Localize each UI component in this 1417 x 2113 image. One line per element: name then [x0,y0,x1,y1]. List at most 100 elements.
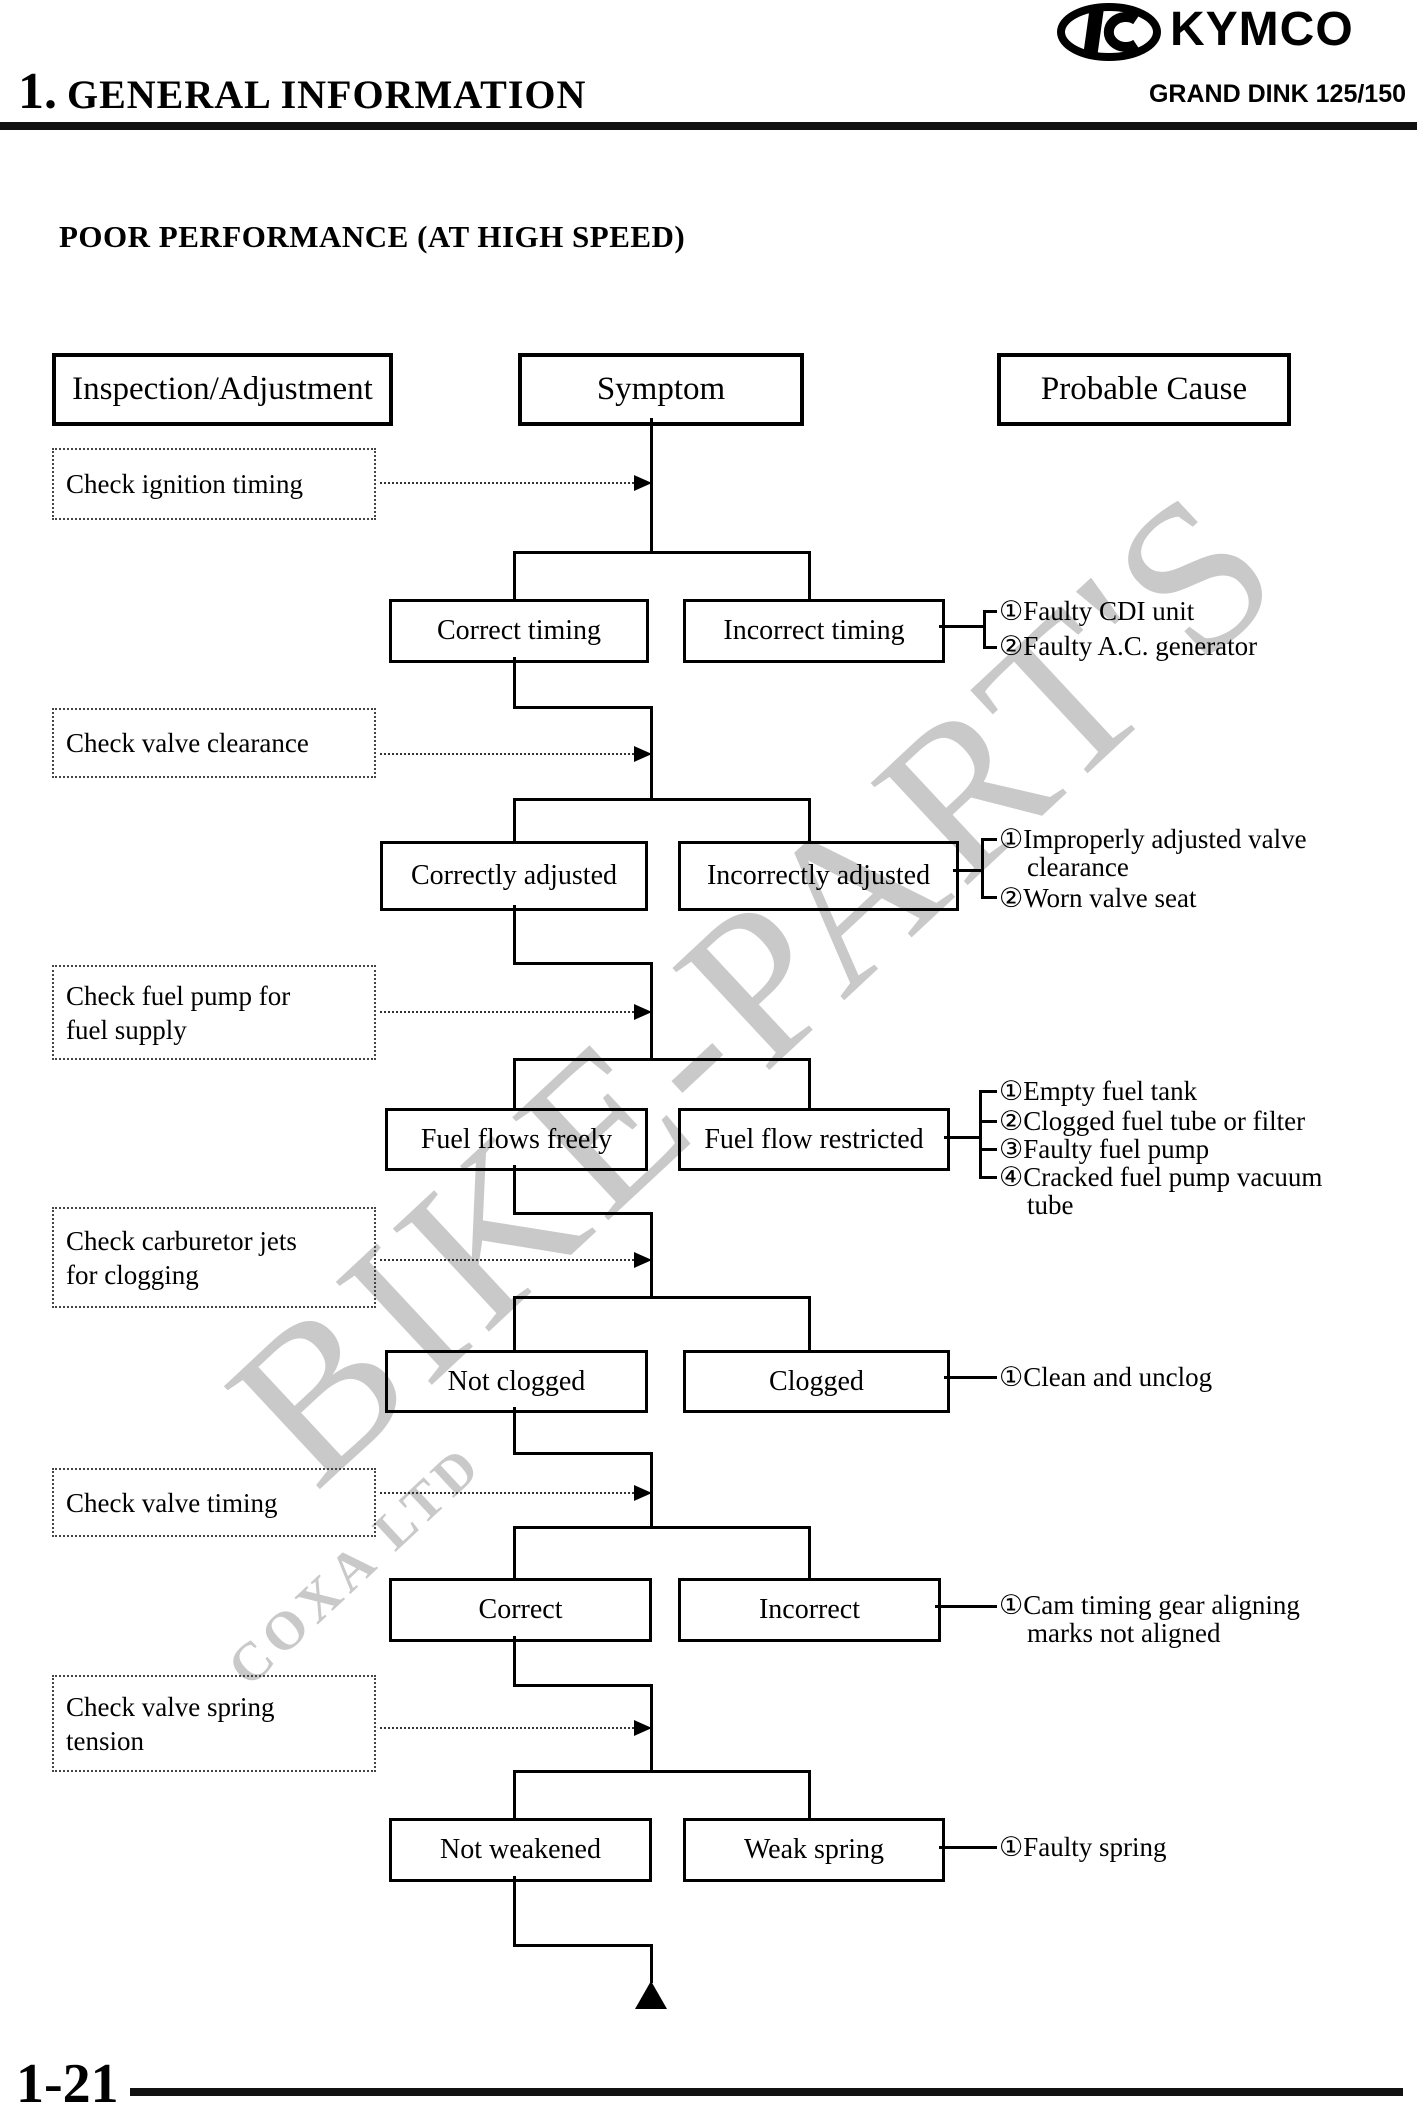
dotted-connector [380,753,634,755]
outcome-label: Correct timing [436,615,602,646]
arrowhead-icon [634,1720,652,1736]
cause-connector [939,1846,997,1849]
column-header-inspection: Inspection/Adjustment [52,353,393,426]
flow-line [808,551,811,599]
cause-bracket [981,838,984,899]
dotted-connector [380,1011,634,1013]
cause-connector [953,869,981,872]
column-header-symptom: Symptom [518,353,804,426]
flow-line [513,1296,516,1350]
cause-connector [981,896,997,899]
cause-connector [944,1376,997,1379]
flow-line [513,798,811,801]
cause-text: ④Cracked fuel pump vacuum [999,1162,1323,1192]
column-header-inspection-label: Inspection/Adjustment [72,371,373,407]
flow-line [513,1452,653,1455]
outcome-box-pass: Correctly adjusted [380,841,648,911]
check-box-valve-spring: Check valve spring tension [52,1675,376,1772]
cause-text: ①Faulty CDI unit [999,596,1195,626]
flow-line [513,962,653,965]
flow-line [808,1296,811,1350]
outcome-box-pass: Not weakened [389,1818,652,1882]
chapter-number: 1. [18,63,57,120]
outcome-label: Correctly adjusted [410,860,618,891]
flow-line [513,1296,811,1299]
cause-connector [979,1120,997,1123]
dotted-connector [380,1492,634,1494]
check-box-valve-timing: Check valve timing [52,1468,376,1537]
flow-line [513,1212,653,1215]
cause-bracket [979,1090,982,1179]
outcome-label: Not clogged [447,1365,586,1397]
cause-text: ②Faulty A.C. generator [999,631,1258,661]
cause-bracket [983,610,986,649]
cause-connector [939,625,983,628]
arrowhead-icon [634,1004,652,1020]
page-number: 1-21 [16,2053,119,2113]
dotted-connector [380,1259,634,1261]
flow-line [513,1636,516,1687]
continuation-arrow-icon [635,1981,667,2009]
outcome-label: Fuel flow restricted [704,1123,924,1155]
check-box-valve-clearance: Check valve clearance [52,708,376,778]
outcome-label: Incorrectly adjusted [706,860,931,891]
cause-connector [944,1136,979,1139]
cause-text: ①Improperly adjusted valve [999,824,1307,854]
check-label: tension [66,1725,144,1756]
flow-line [808,1058,811,1108]
outcome-box-fail: Clogged [683,1350,950,1413]
flow-line [513,1526,516,1578]
flow-line [513,657,516,707]
check-label: fuel supply [66,1014,187,1045]
flow-line [513,1770,811,1773]
cause-text: ①Clean and unclog [999,1362,1213,1392]
check-label: Check carburetor jets [66,1225,297,1256]
column-header-probable-cause-label: Probable Cause [1040,371,1248,407]
flow-line [513,798,516,841]
cause-connector [979,1090,997,1093]
kymco-logo-icon [1056,3,1162,66]
arrowhead-icon [634,475,652,491]
outcome-box-fail: Incorrectly adjusted [678,841,959,911]
cause-connector [979,1176,997,1179]
arrowhead-icon [634,746,652,762]
flow-line [513,1058,811,1061]
column-header-probable-cause: Probable Cause [997,353,1291,426]
flow-line [513,551,811,554]
outcome-label: Incorrect [758,1594,861,1625]
check-label: for clogging [66,1259,199,1290]
outcome-label: Fuel flows freely [420,1123,613,1155]
flow-line [513,1058,516,1108]
flow-line [808,1770,811,1818]
cause-connector [979,1148,997,1151]
cause-text: tube [1027,1190,1074,1220]
cause-connector [981,838,997,841]
flow-line [513,1684,653,1687]
flow-line [513,905,516,965]
outcome-box-pass: Correct timing [389,599,649,663]
flow-line [650,1946,653,1983]
check-label: Check valve clearance [66,728,309,758]
outcome-label: Incorrect timing [723,615,905,646]
section-title: POOR PERFORMANCE (AT HIGH SPEED) [59,219,686,254]
check-label: Check fuel pump for [66,980,291,1011]
cause-text: ②Clogged fuel tube or filter [999,1106,1306,1136]
outcome-label: Clogged [769,1365,864,1397]
cause-connector [983,610,997,613]
flow-line [808,1526,811,1578]
check-box-ignition-timing: Check ignition timing [52,448,376,520]
chapter-title-text: GENERAL INFORMATION [67,72,587,117]
cause-text: ②Worn valve seat [999,883,1197,913]
chapter-title: 1. GENERAL INFORMATION [18,62,586,121]
flow-line [513,1770,516,1818]
cause-text: marks not aligned [1027,1618,1221,1648]
flow-line [513,1944,653,1947]
cause-text: ①Cam timing gear aligning [999,1590,1300,1620]
outcome-label: Weak spring [743,1834,885,1865]
outcome-box-fail: Incorrect timing [683,599,945,663]
cause-connector [935,1605,997,1608]
header-rule [0,122,1417,130]
outcome-box-fail: Incorrect [678,1578,941,1642]
cause-connector [983,646,997,649]
